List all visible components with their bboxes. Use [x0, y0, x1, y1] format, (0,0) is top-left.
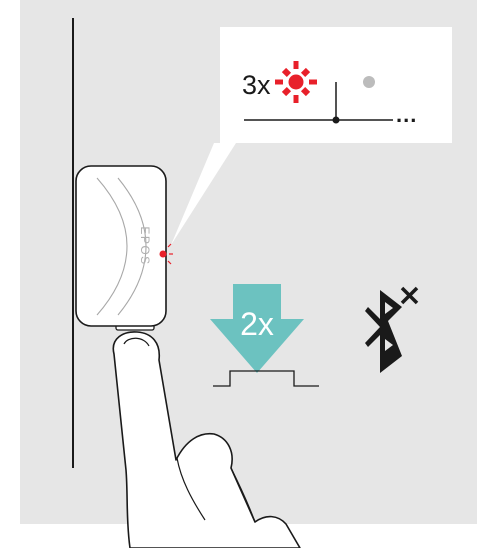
led-off-dot	[363, 76, 375, 88]
epos-device: EPOS	[76, 166, 173, 330]
press-count-label: 2x	[240, 306, 274, 342]
timeline-ellipsis: ...	[396, 102, 417, 127]
blink-count-label: 3x	[242, 70, 271, 100]
timeline-node	[333, 117, 340, 124]
device-brand-logo: EPOS	[138, 226, 152, 265]
